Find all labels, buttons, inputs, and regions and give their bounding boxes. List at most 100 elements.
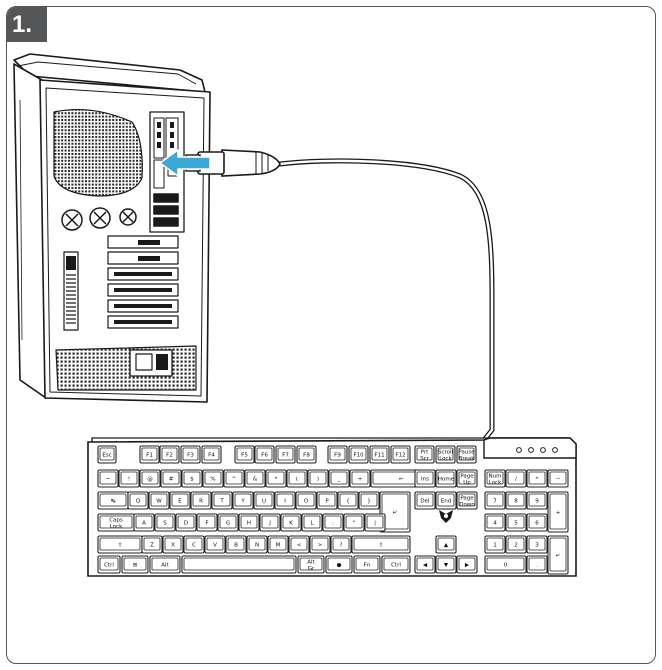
key-fn-6[interactable]: Fn [353, 555, 381, 574]
key-sym[interactable]: | [364, 513, 386, 532]
key-c[interactable]: C [183, 535, 205, 554]
key-f4[interactable]: F4 [201, 445, 222, 464]
key-h[interactable]: H [238, 513, 260, 532]
key-e[interactable]: E [169, 491, 191, 510]
key-n[interactable]: N [246, 535, 268, 554]
key-alt-2[interactable]: Alt [149, 555, 181, 574]
key-sym[interactable]: ! [118, 469, 140, 488]
key-sym[interactable]: < [288, 535, 310, 554]
key-d[interactable]: D [175, 513, 197, 532]
key-sym[interactable]: $ [181, 469, 203, 488]
key-sym[interactable]: & [244, 469, 266, 488]
key-f8[interactable]: F8 [296, 445, 317, 464]
numpad-key-sym[interactable]: − [547, 469, 569, 488]
key-sym[interactable]: } [358, 491, 380, 510]
key-sym[interactable]: ^ [223, 469, 245, 488]
key-b[interactable]: B [225, 535, 247, 554]
key-arrow-left[interactable]: ◀ [414, 555, 436, 574]
key-sym[interactable]: ~ [97, 469, 119, 488]
key-sym-1[interactable]: ⊞ [121, 555, 149, 574]
key-sym[interactable]: + [349, 469, 371, 488]
key-sym[interactable]: % [202, 469, 224, 488]
numpad-2[interactable]: 2 [505, 535, 527, 554]
key-arrow-right[interactable]: ▶ [456, 555, 478, 574]
numpad-8[interactable]: 8 [505, 491, 527, 510]
key-arrow-up[interactable]: ▲ [435, 535, 457, 554]
key-x[interactable]: X [162, 535, 184, 554]
key-f10[interactable]: F10 [348, 445, 369, 464]
key-sym-5[interactable]: ● [325, 555, 353, 574]
numpad-decimal[interactable]: . [526, 555, 548, 574]
key-tab[interactable]: ↹ [97, 491, 129, 510]
numpad-6[interactable]: 6 [526, 513, 548, 532]
key-k[interactable]: K [280, 513, 302, 532]
key-z[interactable]: Z [141, 535, 163, 554]
key-l[interactable]: L [301, 513, 323, 532]
key-home[interactable]: Home [435, 469, 457, 488]
key-f9[interactable]: F9 [327, 445, 348, 464]
key-y[interactable]: Y [232, 491, 254, 510]
key-r[interactable]: R [190, 491, 212, 510]
key-j[interactable]: J [259, 513, 281, 532]
key-f[interactable]: F [196, 513, 218, 532]
numpad-7[interactable]: 7 [484, 491, 506, 510]
numpad-0[interactable]: 0 [484, 555, 527, 574]
key-sym[interactable]: ) [307, 469, 329, 488]
numpad-3[interactable]: 3 [526, 535, 548, 554]
key-f3[interactable]: F3 [180, 445, 201, 464]
key-f2[interactable]: F2 [159, 445, 180, 464]
key-sym[interactable]: " [343, 513, 365, 532]
numpad-9[interactable]: 9 [526, 491, 548, 510]
key-space[interactable] [181, 555, 297, 574]
key-left-shift[interactable]: ⇧ [97, 535, 143, 554]
key-f11[interactable]: F11 [369, 445, 390, 464]
numpad-key-sym[interactable]: / [505, 469, 527, 488]
numpad-5[interactable]: 5 [505, 513, 527, 532]
key-f12[interactable]: F12 [390, 445, 411, 464]
key-f1[interactable]: F1 [139, 445, 160, 464]
key-sym[interactable]: * [265, 469, 287, 488]
numpad-4[interactable]: 4 [484, 513, 506, 532]
key-arrow-down[interactable]: ▼ [435, 555, 457, 574]
key-f5[interactable]: F5 [234, 445, 255, 464]
key-f6[interactable]: F6 [254, 445, 275, 464]
key-sym[interactable]: _ [328, 469, 350, 488]
key-o[interactable]: O [295, 491, 317, 510]
numpad-enter[interactable]: ↵ [547, 535, 569, 575]
key-f7[interactable]: F7 [275, 445, 296, 464]
key-sym[interactable]: ( [286, 469, 308, 488]
numpad-plus[interactable]: + [547, 491, 569, 533]
key-sym[interactable]: : [322, 513, 344, 532]
key-i[interactable]: I [274, 491, 296, 510]
key-w[interactable]: W [148, 491, 170, 510]
key-g[interactable]: G [217, 513, 239, 532]
key-t[interactable]: T [211, 491, 233, 510]
key-p[interactable]: P [316, 491, 338, 510]
key-sym[interactable]: { [337, 491, 359, 510]
key-del[interactable]: Del [414, 491, 436, 510]
key-sym[interactable]: ? [330, 535, 352, 554]
key-m[interactable]: M [267, 535, 289, 554]
key-a[interactable]: A [133, 513, 155, 532]
key-q[interactable]: Q [127, 491, 149, 510]
key-ins[interactable]: Ins [414, 469, 436, 488]
key-sym[interactable]: > [309, 535, 331, 554]
numpad-key-sym[interactable]: * [526, 469, 548, 488]
key-esc[interactable]: Esc [97, 445, 117, 464]
key-ctrl-0[interactable]: Ctrl [97, 555, 121, 574]
key-enter[interactable]: ↵ [379, 491, 411, 533]
numpad-1[interactable]: 1 [484, 535, 506, 554]
key-s[interactable]: S [154, 513, 176, 532]
key-v[interactable]: V [204, 535, 226, 554]
key-end[interactable]: End [435, 491, 457, 510]
key-sym[interactable]: @ [139, 469, 161, 488]
key-u[interactable]: U [253, 491, 275, 510]
